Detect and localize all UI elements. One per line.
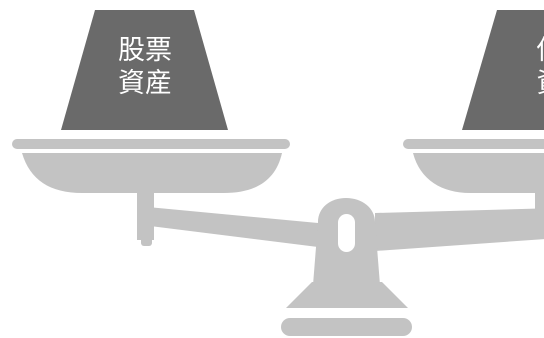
left-pan-rim: [12, 139, 290, 149]
left-hanger-knob: [141, 224, 152, 246]
left-block-line2: 資産: [118, 68, 172, 99]
left-block-label: 股票 資産: [105, 34, 185, 100]
base-flare: [286, 282, 408, 308]
left-asset-block: [61, 10, 228, 130]
right-pan-hanger: [535, 192, 544, 232]
right-pan-bowl: [413, 153, 544, 193]
left-pan-bowl: [22, 153, 282, 193]
pivot-hole: [338, 214, 355, 252]
right-beam-arm: [375, 208, 544, 251]
right-pan-rim: [403, 139, 544, 149]
left-beam-arm: [137, 206, 318, 247]
right-block-line2: 資: [510, 67, 544, 100]
right-block-label: 債 資: [510, 34, 544, 100]
right-asset-block: [462, 10, 544, 130]
left-block-line1: 股票: [118, 35, 172, 66]
base-foot: [281, 318, 412, 336]
right-block-line1: 債: [510, 34, 544, 67]
